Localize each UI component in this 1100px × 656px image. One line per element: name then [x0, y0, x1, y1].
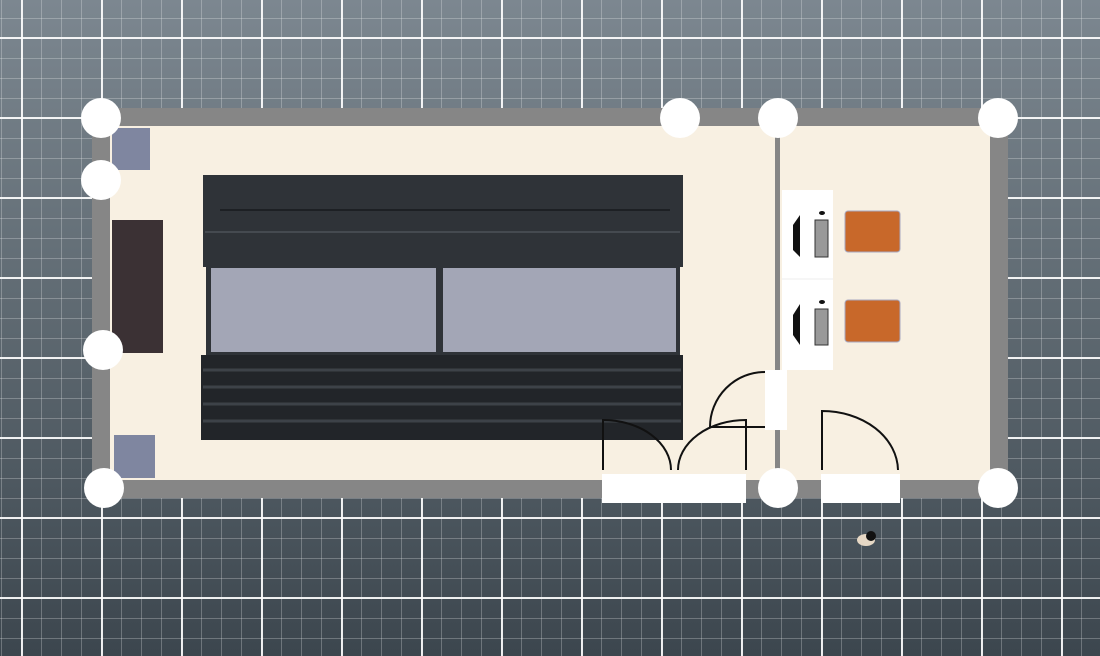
person-figure[interactable]	[857, 531, 876, 546]
cabinet[interactable]	[112, 220, 163, 353]
door-left[interactable]	[602, 418, 747, 503]
vertex-handle[interactable]	[81, 98, 121, 138]
vertex-handle[interactable]	[978, 468, 1018, 508]
vertex-handle[interactable]	[660, 98, 700, 138]
door-partition[interactable]	[708, 370, 787, 430]
vertex-handle[interactable]	[758, 98, 798, 138]
chair-top[interactable]	[844, 210, 901, 253]
stage-bed-furniture[interactable]	[201, 175, 683, 440]
vertex-handle[interactable]	[758, 468, 798, 508]
window-block-top[interactable]	[112, 128, 150, 170]
vertex-handle[interactable]	[81, 160, 121, 200]
sink-counter[interactable]	[782, 190, 833, 370]
vertex-handle[interactable]	[978, 98, 1018, 138]
vertex-handle[interactable]	[83, 330, 123, 370]
chair-bottom[interactable]	[844, 299, 901, 343]
partition-wall[interactable]	[775, 126, 780, 480]
window-block-bottom[interactable]	[114, 435, 155, 478]
door-right[interactable]	[821, 409, 900, 503]
vertex-handle[interactable]	[84, 468, 124, 508]
